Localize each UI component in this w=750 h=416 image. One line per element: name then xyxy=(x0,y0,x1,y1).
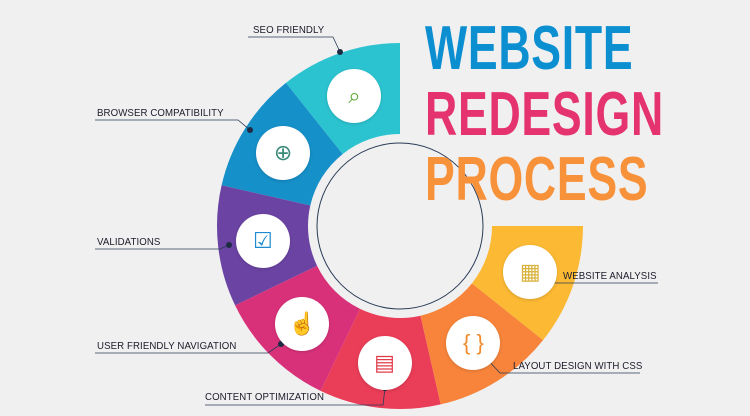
label-layout-design-css: LAYOUT DESIGN WITH CSS xyxy=(513,360,643,372)
label-content-optimization: CONTENT OPTIMIZATION xyxy=(205,391,325,403)
inner-circle-outline xyxy=(316,142,484,310)
leader-dot-1 xyxy=(337,49,343,55)
title-process: PROCESS xyxy=(425,145,649,214)
analysis-dashboard-icon: ▦ xyxy=(503,244,558,299)
label-validations: VALIDATIONS xyxy=(97,236,161,248)
browser-globe-icon: ⊕ xyxy=(256,125,311,180)
seo-chart-magnifier-icon: ⌕ xyxy=(327,68,382,123)
checkbox-icon: ☑ xyxy=(235,214,290,269)
hand-pointer-icon: ☝ xyxy=(275,296,330,351)
leader-line-5 xyxy=(205,387,386,406)
label-website-analysis: WEBSITE ANALYSIS xyxy=(563,270,657,282)
css-file-icon: { } xyxy=(446,315,501,370)
title-redesign: REDESIGN xyxy=(425,80,664,149)
label-user-friendly-navigation: USER FRIENDLY NAVIGATION xyxy=(97,340,237,352)
leader-line-3 xyxy=(95,244,230,250)
leader-dot-2 xyxy=(247,127,253,133)
title-website: WEBSITE xyxy=(425,14,634,83)
label-seo-friendly: SEO FRIENDLY xyxy=(253,24,325,36)
label-browser-compatibility: BROWSER COMPATIBILITY xyxy=(97,107,224,119)
leader-dot-3 xyxy=(226,242,232,248)
document-pen-icon: ▤ xyxy=(357,336,412,391)
leader-line-4 xyxy=(95,343,282,354)
leader-line-1 xyxy=(248,36,341,53)
leader-line-2 xyxy=(95,119,251,131)
